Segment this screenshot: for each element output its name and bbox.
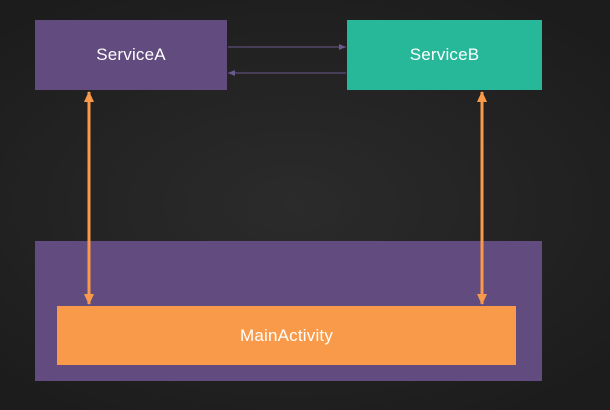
service-b-box: ServiceB (347, 20, 542, 90)
main-activity-label: MainActivity (239, 325, 334, 345)
service-b-label: ServiceB (409, 45, 480, 64)
main-activity-box: MainActivity (57, 306, 516, 365)
service-a-label: ServiceA (96, 45, 166, 64)
service-a-box: ServiceA (35, 20, 227, 90)
